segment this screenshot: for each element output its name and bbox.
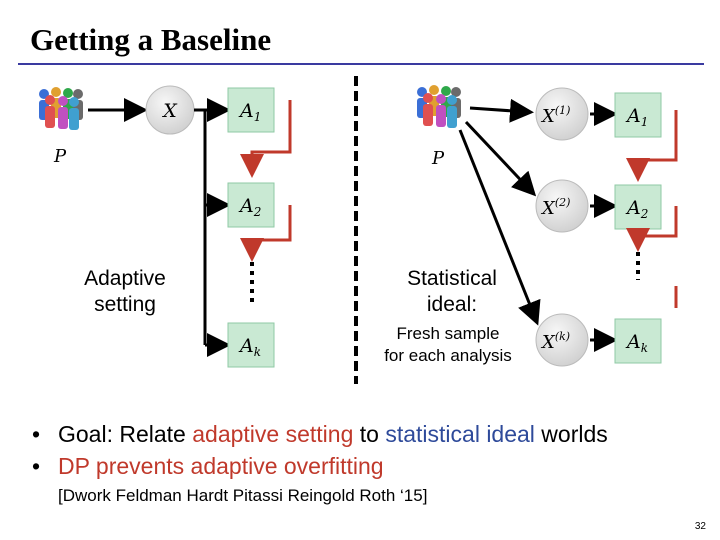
- adaptive-caption-line2: setting: [94, 293, 156, 316]
- svg-text:A1: A1: [238, 100, 261, 124]
- bullet-dot: •: [32, 453, 41, 479]
- left-analysis-box-k: Ak: [227, 322, 275, 368]
- statistical-caption-line2: ideal:: [426, 293, 478, 316]
- adaptive-setting-caption: Adaptive setting: [60, 266, 190, 318]
- goal-text-suffix: worlds: [534, 421, 608, 447]
- right-analysis-box-k: Ak: [614, 318, 662, 364]
- people-group-icon: [39, 87, 83, 130]
- dp-text: DP prevents adaptive overfitting: [58, 453, 384, 479]
- goal-highlight-adaptive: adaptive setting: [192, 421, 354, 447]
- right-data-node-2: X(2): [535, 179, 589, 233]
- bullet-dot: •: [32, 421, 41, 447]
- right-pop-to-x1-arrow: [469, 98, 534, 123]
- goal-text-mid: to: [353, 421, 386, 447]
- title-divider: [18, 63, 704, 65]
- left-population-label: P: [53, 146, 67, 167]
- left-analysis-box-1: A1: [227, 87, 275, 133]
- right-analysis-box-2: A2: [614, 184, 662, 230]
- right-population-label: P: [431, 148, 445, 169]
- bullet-goal: • Goal: Relate adaptive setting to stati…: [30, 420, 710, 448]
- svg-text:Ak: Ak: [625, 331, 648, 355]
- bullet-dp: • DP prevents adaptive overfitting: [30, 452, 710, 480]
- right-feedback-arrow-1: [626, 110, 678, 182]
- svg-text:X(2): X(2): [540, 196, 570, 219]
- statistical-caption-line1: Statistical: [407, 267, 497, 290]
- statistical-ideal-caption: Statistical ideal:: [382, 266, 522, 318]
- svg-text:Ak: Ak: [238, 335, 261, 359]
- fresh-sample-caption: Fresh sample for each analysis: [368, 323, 528, 367]
- bullet-list: • Goal: Relate adaptive setting to stati…: [30, 420, 710, 484]
- page-number: 32: [694, 521, 706, 532]
- fresh-caption-line1: Fresh sample: [396, 324, 500, 343]
- svg-text:X(1): X(1): [540, 104, 570, 127]
- left-analysis-box-2: A2: [227, 182, 275, 228]
- right-data-node-1: X(1): [535, 87, 589, 141]
- left-feedback-arrow-1: [240, 100, 292, 178]
- left-feedback-arrow-2: [240, 205, 292, 262]
- fresh-caption-line2: for each analysis: [384, 346, 512, 365]
- right-pop-to-xk-arrow: [458, 129, 541, 326]
- goal-text-prefix: Goal: Relate: [58, 421, 193, 447]
- right-feedback-arrow-2: [626, 206, 678, 252]
- svg-text:A2: A2: [238, 195, 261, 219]
- svg-text:A2: A2: [625, 197, 648, 221]
- right-pop-to-x2-arrow: [464, 120, 537, 197]
- goal-highlight-statistical: statistical ideal: [385, 421, 535, 447]
- adaptive-caption-line1: Adaptive: [84, 267, 166, 290]
- svg-text:X(k): X(k): [540, 330, 570, 353]
- slide-title: Getting a Baseline: [30, 22, 272, 57]
- right-analysis-box-1: A1: [614, 92, 662, 138]
- right-data-node-k: X(k): [535, 313, 589, 367]
- people-group-icon: [417, 85, 461, 128]
- svg-text:A1: A1: [625, 105, 648, 129]
- left-data-node-label: X: [161, 100, 178, 122]
- citation: [Dwork Feldman Hardt Pitassi Reingold Ro…: [58, 486, 428, 505]
